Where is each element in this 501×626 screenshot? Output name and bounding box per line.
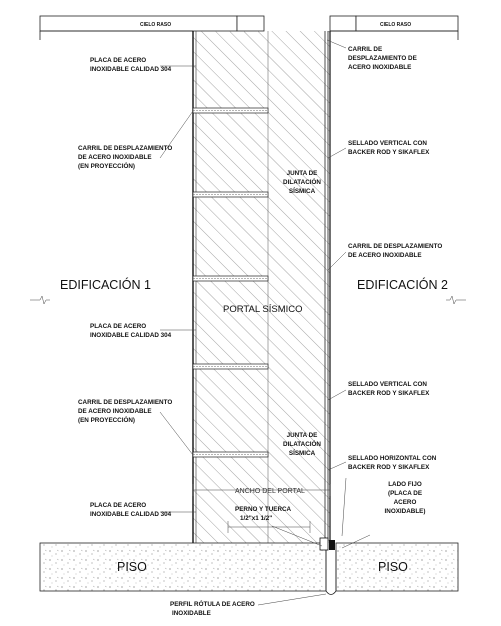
- svg-text:DE ACERO INOXIDABLE: DE ACERO INOXIDABLE: [78, 408, 152, 415]
- svg-text:DE ACERO INOXIDABLE: DE ACERO INOXIDABLE: [78, 154, 152, 161]
- svg-text:BACKER ROD Y SIKAFLEX: BACKER ROD Y SIKAFLEX: [348, 464, 430, 471]
- note-plate-mid: PLACA DE ACERO INOXIDABLE CALIDAD 304: [90, 323, 172, 339]
- rails: [192, 107, 269, 458]
- ceiling-left-label: CIELO RASO: [140, 22, 171, 28]
- svg-text:DILATACIÓN: DILATACIÓN: [283, 177, 321, 186]
- svg-text:DE ACERO INOXIDABLE: DE ACERO INOXIDABLE: [348, 252, 422, 259]
- note-pivot-profile: PERFIL RÓTULA DE ACERO INOXIDABLE: [170, 599, 255, 617]
- svg-text:PERNO Y TUERCA: PERNO Y TUERCA: [235, 506, 292, 513]
- bolt-label: PERNO Y TUERCA 1/2"x1 1/2": [235, 506, 292, 522]
- svg-text:SÍSMICA: SÍSMICA: [289, 448, 316, 457]
- pivot-detail: [319, 537, 337, 595]
- svg-text:ACERO INOXIDABLE: ACERO INOXIDABLE: [348, 64, 411, 71]
- ceiling-right-label: CIELO RASO: [380, 22, 411, 28]
- svg-text:DESPLAZAMIENTO DE: DESPLAZAMIENTO DE: [348, 55, 417, 62]
- floor-left-label: PISO: [117, 560, 147, 574]
- leader-lines: [159, 39, 371, 606]
- svg-text:INOXIDABLE): INOXIDABLE): [385, 508, 426, 515]
- note-plate-bottom: PLACA DE ACERO INOXIDABLE CALIDAD 304: [90, 502, 172, 518]
- svg-text:BACKER ROD Y SIKAFLEX: BACKER ROD Y SIKAFLEX: [348, 149, 430, 156]
- note-seal-vertical-1: SELLADO VERTICAL CON BACKER ROD Y SIKAFL…: [348, 140, 430, 156]
- svg-text:(EN PROYECCIÓN): (EN PROYECCIÓN): [78, 415, 135, 424]
- svg-text:CARRIL DE DESPLAZAMIENTO: CARRIL DE DESPLAZAMIENTO: [78, 399, 172, 406]
- svg-text:1/2"x1 1/2": 1/2"x1 1/2": [240, 515, 272, 522]
- svg-text:(EN PROYECCIÓN): (EN PROYECCIÓN): [78, 161, 135, 170]
- note-rail-right-2: CARRIL DE DESPLAZAMIENTO DE ACERO INOXID…: [348, 243, 442, 259]
- note-rail-top-right: CARRIL DE DESPLAZAMIENTO DE ACERO INOXID…: [348, 46, 417, 71]
- svg-text:SÍSMICA: SÍSMICA: [289, 186, 316, 195]
- svg-text:PLACA DE ACERO: PLACA DE ACERO: [90, 323, 146, 330]
- svg-text:INOXIDABLE CALIDAD 304: INOXIDABLE CALIDAD 304: [90, 511, 172, 518]
- note-fixed-side: LADO FIJO (PLACA DE ACERO INOXIDABLE): [385, 481, 426, 515]
- svg-text:SELLADO HORIZONTAL CON: SELLADO HORIZONTAL CON: [348, 455, 437, 462]
- joint-label-top: JUNTA DE DILATACIÓN SÍSMICA: [283, 170, 321, 195]
- svg-text:(PLACA DE: (PLACA DE: [388, 490, 422, 497]
- svg-text:CARRIL DE DESPLAZAMIENTO: CARRIL DE DESPLAZAMIENTO: [78, 145, 172, 152]
- building-2-label: EDIFICACIÓN 2: [357, 277, 448, 292]
- svg-text:INOXIDABLE CALIDAD 304: INOXIDABLE CALIDAD 304: [90, 66, 172, 73]
- width-dimension-label: ANCHO DEL PORTAL: [235, 488, 305, 495]
- floor-right-label: PISO: [378, 560, 408, 574]
- svg-text:SELLADO VERTICAL CON: SELLADO VERTICAL CON: [348, 381, 427, 388]
- floor-left: [39, 542, 327, 592]
- width-dimension: [192, 484, 331, 533]
- svg-text:CARRIL DE DESPLAZAMIENTO: CARRIL DE DESPLAZAMIENTO: [348, 243, 442, 250]
- svg-text:PLACA DE ACERO: PLACA DE ACERO: [90, 502, 146, 509]
- svg-text:PLACA DE ACERO: PLACA DE ACERO: [90, 57, 146, 64]
- building-1-label: EDIFICACIÓN 1: [60, 277, 151, 292]
- svg-text:BACKER ROD Y SIKAFLEX: BACKER ROD Y SIKAFLEX: [348, 390, 430, 397]
- break-marks: [30, 295, 466, 305]
- note-seal-vertical-2: SELLADO VERTICAL CON BACKER ROD Y SIKAFL…: [348, 381, 430, 397]
- note-plate-top: PLACA DE ACERO INOXIDABLE CALIDAD 304: [90, 57, 172, 73]
- svg-text:SELLADO VERTICAL CON: SELLADO VERTICAL CON: [348, 140, 427, 147]
- svg-text:ACERO: ACERO: [394, 499, 417, 506]
- note-rail-2: CARRIL DE DESPLAZAMIENTO DE ACERO INOXID…: [78, 399, 172, 424]
- joint-label-bottom: JUNTA DE DILATACIÓN SÍSMICA: [283, 432, 321, 457]
- svg-text:JUNTA DE: JUNTA DE: [287, 170, 318, 177]
- portal-label: PORTAL SÍSMICO: [223, 304, 303, 315]
- note-seal-horizontal: SELLADO HORIZONTAL CON BACKER ROD Y SIKA…: [348, 455, 437, 471]
- svg-text:LADO FIJO: LADO FIJO: [388, 481, 422, 488]
- svg-text:INOXIDABLE: INOXIDABLE: [172, 610, 211, 617]
- svg-text:PERFIL RÓTULA DE ACERO: PERFIL RÓTULA DE ACERO: [170, 599, 255, 608]
- svg-text:CARRIL DE: CARRIL DE: [348, 46, 382, 53]
- svg-text:JUNTA DE: JUNTA DE: [287, 432, 318, 439]
- ceiling-right: [329, 15, 459, 40]
- note-rail-1: CARRIL DE DESPLAZAMIENTO DE ACERO INOXID…: [78, 145, 172, 170]
- ceiling-left: [39, 15, 265, 40]
- portal-panel: [192, 31, 331, 543]
- svg-text:INOXIDABLE CALIDAD 304: INOXIDABLE CALIDAD 304: [90, 332, 172, 339]
- svg-text:DILATACIÓN: DILATACIÓN: [283, 439, 321, 448]
